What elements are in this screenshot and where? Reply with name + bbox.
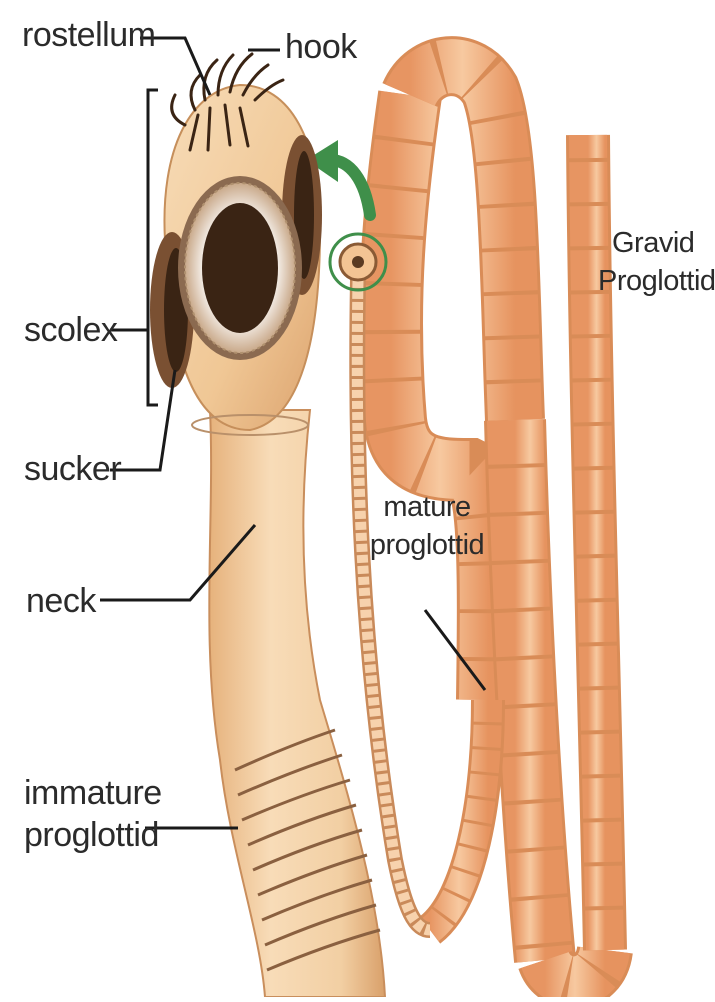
strobila-mid-column-fill xyxy=(515,420,545,960)
strobila-gravid-column-fill xyxy=(588,135,605,950)
large-worm xyxy=(150,54,385,997)
sucker-center-hole xyxy=(202,203,278,333)
label-hook: hook xyxy=(285,30,357,66)
label-gravid-line2: Proglottid xyxy=(598,266,715,296)
label-mature-line2: proglottid xyxy=(362,530,492,560)
label-scolex: scolex xyxy=(24,313,117,349)
label-mature-line1: mature xyxy=(372,492,482,522)
small-scolex-center xyxy=(352,256,364,268)
label-immature-line2: proglottid xyxy=(24,818,159,854)
strobila-loop-left-fill xyxy=(391,95,489,700)
label-rostellum: rostellum xyxy=(22,18,155,54)
label-gravid-line1: Gravid xyxy=(612,228,694,258)
label-immature-line1: immature xyxy=(24,776,162,812)
label-neck: neck xyxy=(26,584,96,620)
label-sucker: sucker xyxy=(24,452,121,488)
